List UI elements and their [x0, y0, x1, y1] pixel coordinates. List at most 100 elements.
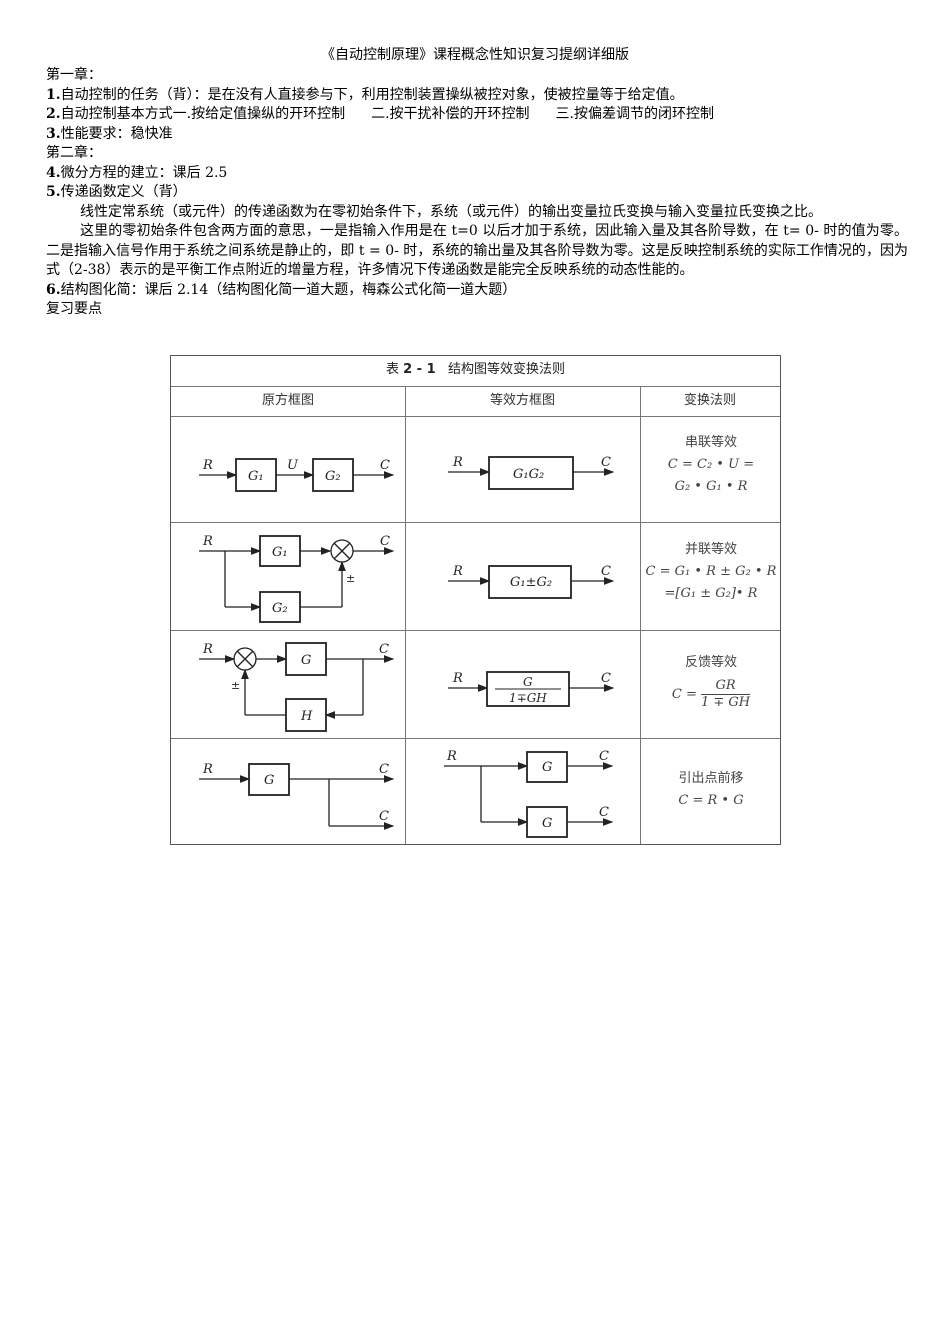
formula-fraction: GR 1 ∓ GH	[700, 678, 751, 711]
label-C: C	[599, 749, 609, 764]
parallel-original-diagram	[199, 535, 395, 623]
item-number: 5.	[46, 184, 61, 200]
rule-formula: C = C₂ • U =	[667, 457, 755, 472]
row-divider	[171, 522, 780, 523]
item-text: 二.按干扰补偿的开环控制	[371, 106, 530, 122]
label-C: C	[601, 455, 611, 470]
caption-number: 2 - 1	[403, 362, 436, 377]
label-R: R	[446, 749, 457, 764]
label-R: R	[202, 534, 213, 549]
label-G1: G₁	[272, 545, 288, 560]
column-divider	[640, 386, 641, 844]
fraction-numerator: GR	[700, 678, 751, 695]
item-number: 6.	[46, 281, 61, 298]
label-G: G	[542, 816, 552, 831]
header-equivalent: 等效方框图	[405, 386, 640, 417]
rule-feedback: 反馈等效 C = GR 1 ∓ GH	[641, 652, 781, 711]
item-1: 1.自动控制的任务（背）：是在没有人直接参与下，利用控制装置操纵被控对象，使被控…	[46, 86, 908, 106]
label-G: G	[301, 653, 311, 668]
rule-formula: G₂ • G₁ • R	[674, 479, 748, 494]
rule-takeoff: 引出点前移 C = R • G	[641, 768, 781, 812]
label-G: G	[264, 773, 274, 788]
header-original: 原方框图	[171, 386, 405, 417]
label-G2: G₂	[325, 469, 341, 484]
item-5: 5.传递函数定义（背）	[46, 183, 908, 203]
rule-formula: C = G₁ • R ± G₂ • R	[645, 564, 777, 579]
label-C: C	[380, 534, 390, 549]
rule-name: 反馈等效	[684, 655, 737, 670]
label-G1G2: G₁G₂	[513, 467, 544, 482]
caption-prefix: 表	[385, 362, 399, 377]
label-G1: G₁	[248, 469, 264, 484]
rule-formula: C = GR 1 ∓ GH	[641, 678, 781, 711]
chapter-1-heading: 第一章：	[46, 67, 102, 83]
label-C: C	[380, 458, 390, 473]
item-3: 3.性能要求：稳快准	[46, 125, 908, 145]
label-H: H	[300, 709, 313, 724]
caption-text: 结构图等效变换法则	[448, 362, 566, 377]
rule-name: 并联等效	[684, 542, 737, 557]
item-2: 2.自动控制基本方式一.按给定值操纵的开环控制 二.按干扰补偿的开环控制 三.按偏差…	[46, 105, 908, 125]
row-divider	[171, 738, 780, 739]
item-4: 4.微分方程的建立：课后 2.5	[46, 164, 908, 184]
row-divider	[171, 630, 780, 631]
review-heading: 复习要点	[46, 301, 102, 317]
chapter-2-heading: 第二章：	[46, 145, 102, 161]
feedback-equivalent-diagram	[448, 671, 615, 707]
table-caption: 表 2 - 1 结构图等效变换法则	[171, 356, 780, 387]
rule-series: 串联等效 C = C₂ • U = G₂ • G₁ • R	[641, 432, 781, 498]
item-text: 微分方程的建立：课后 2.5	[60, 164, 228, 181]
rule-parallel: 并联等效 C = G₁ • R ± G₂ • R =[G₁ ± G₂]• R	[641, 539, 781, 605]
item-number: 2.	[46, 106, 61, 122]
item-text: 自动控制基本方式一.按给定值操纵的开环控制	[60, 106, 346, 122]
label-C: C	[601, 671, 611, 686]
rule-name: 引出点前移	[678, 771, 744, 786]
label-C: C	[379, 762, 389, 777]
label-R: R	[452, 564, 463, 579]
label-R: R	[202, 762, 213, 777]
label-fb-den: 1∓GH	[509, 691, 547, 705]
block-diagrams: R G₁ U G₂ C R G₁G₂ C R G₁ C G₂ ± R G₁±G₂…	[199, 455, 615, 838]
equivalence-rules-table: 表 2 - 1 结构图等效变换法则 原方框图 等效方框图 变换法则	[170, 355, 781, 845]
label-R: R	[452, 671, 463, 686]
series-equivalent-diagram	[448, 456, 615, 490]
feedback-original-diagram	[199, 642, 395, 732]
label-pm: ±	[231, 679, 240, 692]
item-text: 传递函数定义（背）	[60, 184, 187, 200]
label-C: C	[601, 564, 611, 579]
label-U: U	[287, 458, 299, 473]
label-R: R	[202, 642, 213, 657]
rule-name: 串联等效	[684, 435, 737, 450]
label-C: C	[379, 809, 389, 824]
column-divider	[405, 386, 406, 844]
item-text: 性能要求：稳快准	[60, 125, 173, 142]
label-G1pmG2: G₁±G₂	[510, 575, 552, 590]
series-original-diagram	[199, 458, 395, 492]
item-number: 3.	[46, 125, 61, 142]
takeoff-original-diagram	[199, 763, 395, 830]
item-6: 6.结构图化简：课后 2.14（结构图化简一道大题，梅森公式化简一道大题）	[46, 281, 908, 301]
fraction-denominator: 1 ∓ GH	[700, 695, 751, 710]
item-number: 4.	[46, 164, 61, 181]
item-number: 1.	[46, 86, 61, 103]
header-rule: 变换法则	[640, 386, 780, 417]
document-title: 《自动控制原理》课程概念性知识复习提纲详细版	[321, 47, 629, 63]
label-fb-num: G	[523, 675, 533, 689]
item-text: 结构图化简：课后 2.14（结构图化简一道大题，梅森公式化简一道大题）	[60, 281, 517, 298]
item-text: 自动控制的任务（背）：是在没有人直接参与下，利用控制装置操纵被控对象，使被控量等…	[60, 86, 684, 103]
label-R: R	[202, 458, 213, 473]
rule-formula: C = R • G	[678, 793, 744, 808]
paragraph-definition: 线性定常系统（或元件）的传递函数为在零初始条件下，系统（或元件）的输出变量拉氏变…	[80, 203, 822, 220]
label-G: G	[542, 760, 552, 775]
document-body: 第一章： 1.自动控制的任务（背）：是在没有人直接参与下，利用控制装置操纵被控对…	[46, 66, 908, 320]
item-text: 三.按偏差调节的闭环控制	[555, 106, 714, 122]
label-C: C	[379, 642, 389, 657]
rule-formula: =[G₁ ± G₂]• R	[664, 586, 758, 601]
paragraph-initial-conditions: 这里的零初始条件包含两方面的意思，一是指输入作用是在 t=0 以后才加于系统，因…	[46, 223, 908, 278]
label-G2: G₂	[272, 601, 288, 616]
takeoff-equivalent-diagram	[444, 751, 614, 838]
label-pm: ±	[346, 572, 355, 585]
label-C: C	[599, 805, 609, 820]
label-R: R	[452, 455, 463, 470]
